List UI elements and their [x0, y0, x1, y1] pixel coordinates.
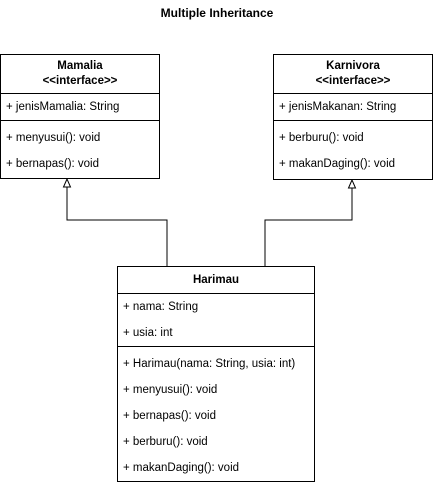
method-row: + makanDaging(): void [279, 158, 396, 170]
class-name-harimau: Harimau [192, 273, 240, 286]
class-header-karnivora: Karnivora <<interface>> [274, 55, 432, 94]
diagram-title: Multiple Inheritance [160, 6, 274, 20]
attribute-row: + usia: int [123, 327, 173, 339]
method-row: + menyusui(): void [6, 132, 101, 144]
class-box-harimau[interactable]: Harimau + nama: String + usia: int + Har… [117, 266, 315, 482]
class-name-karnivora: Karnivora [326, 60, 380, 72]
class-header-mamalia: Mamalia <<interface>> [1, 55, 159, 94]
connector-harimau-karnivora [264, 188, 353, 267]
method-row: + bernapas(): void [123, 410, 217, 422]
arrowhead-karnivora [347, 178, 357, 189]
methods-section-mamalia: + menyusui(): void + bernapas(): void [1, 121, 159, 177]
stereotype-mamalia: <<interface>> [42, 75, 118, 87]
attribute-row: + jenisMakanan: String [279, 101, 397, 113]
arrowhead-mamalia [62, 177, 72, 188]
connector-harimau-mamalia [66, 187, 168, 267]
attributes-section-karnivora: + jenisMakanan: String [274, 94, 432, 121]
attribute-row: + nama: String [123, 301, 199, 313]
attribute-row: + jenisMamalia: String [6, 101, 120, 113]
method-row: + menyusui(): void [123, 384, 218, 396]
class-name-mamalia: Mamalia [57, 60, 103, 72]
class-box-mamalia[interactable]: Mamalia <<interface>> + jenisMamalia: St… [0, 54, 160, 179]
methods-section-karnivora: + berburu(): void + makanDaging(): void [274, 121, 432, 177]
method-row: + makanDaging(): void [123, 462, 240, 474]
method-row: + Harimau(nama: String, usia: int) [123, 358, 296, 370]
method-row: + berburu(): void [123, 436, 208, 448]
class-header-harimau: Harimau [118, 267, 314, 294]
class-box-karnivora[interactable]: Karnivora <<interface>> + jenisMakanan: … [273, 54, 433, 180]
stereotype-karnivora: <<interface>> [315, 75, 391, 87]
methods-section-harimau: + Harimau(nama: String, usia: int) + men… [118, 347, 314, 481]
attributes-section-mamalia: + jenisMamalia: String [1, 94, 159, 121]
method-row: + bernapas(): void [6, 158, 100, 170]
attributes-section-harimau: + nama: String + usia: int [118, 294, 314, 347]
method-row: + berburu(): void [279, 132, 364, 144]
